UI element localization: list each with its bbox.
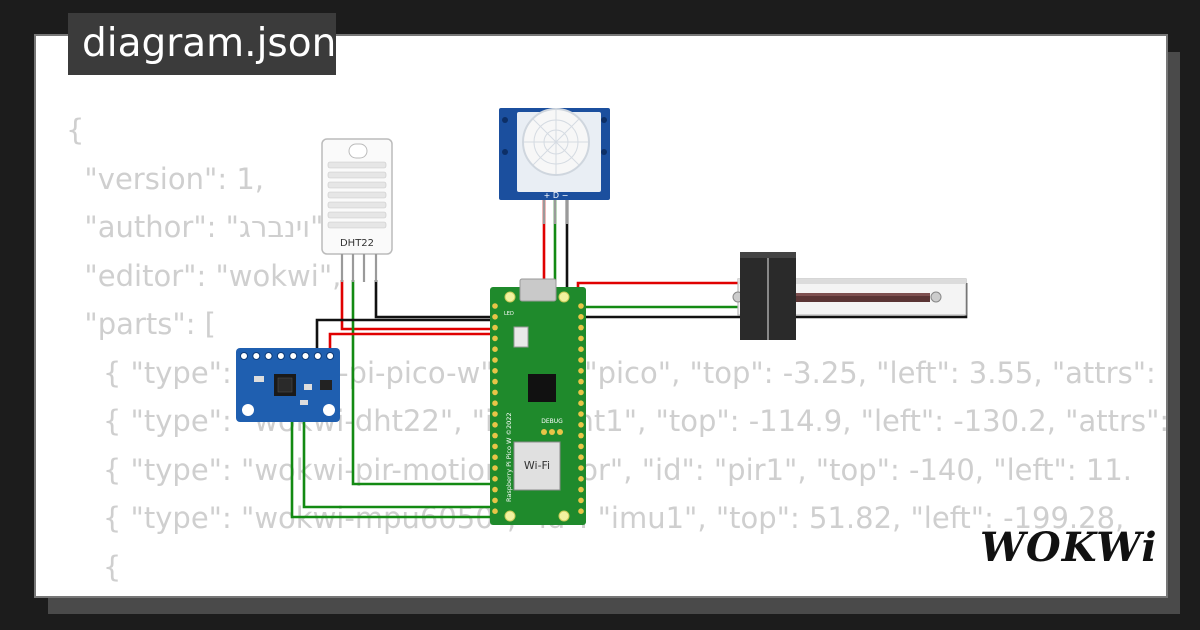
wire-dht-gnd xyxy=(374,280,500,319)
pico-debug-label: DEBUG xyxy=(541,418,563,425)
pico-pin xyxy=(578,324,584,331)
pico-pin xyxy=(492,454,498,461)
pico-pin xyxy=(492,486,498,493)
pico-wifi-label: Wi-Fi xyxy=(524,459,550,472)
mpu-pin xyxy=(313,352,322,360)
pico-pin xyxy=(492,411,498,417)
code-line: { xyxy=(66,549,122,584)
mpu-pin xyxy=(264,352,273,360)
pico-pin xyxy=(492,476,498,482)
pico-pin xyxy=(578,357,584,363)
code-line: { xyxy=(66,113,85,147)
pico-pin xyxy=(492,432,498,439)
dht22-sensor[interactable]: DHT22 xyxy=(321,138,393,282)
code-line: "author": "וינברג", xyxy=(84,210,332,244)
wire-pot-sig xyxy=(576,302,738,309)
mpu-pin xyxy=(326,352,335,360)
pico-pin xyxy=(492,443,498,450)
mpu-pin xyxy=(276,352,285,360)
pico-pin xyxy=(578,476,584,482)
pir-pin-labels: + D − xyxy=(544,191,569,200)
code-line: "parts": [ xyxy=(66,307,216,341)
pico-pin xyxy=(492,508,498,514)
slide-potentiometer[interactable] xyxy=(732,252,967,340)
pico-pin xyxy=(492,314,498,320)
wires xyxy=(290,200,968,519)
code-line: "version": 1, xyxy=(66,161,264,196)
pir-motion-sensor[interactable]: + D − xyxy=(499,108,610,224)
pico-pin xyxy=(578,411,584,417)
pico-pin xyxy=(578,389,584,396)
pico-pin xyxy=(578,346,584,353)
pico-led-label: LED xyxy=(504,311,514,317)
pico-pin xyxy=(578,378,584,385)
dht22-label: DHT22 xyxy=(340,238,374,249)
pico-pin xyxy=(492,346,498,353)
pico-pin xyxy=(578,432,584,439)
pico-board-label: Raspberry Pi Pico W ©2022 xyxy=(505,412,513,502)
mpu6050-module[interactable] xyxy=(236,348,340,422)
wire-pot-vcc xyxy=(576,281,738,297)
pico-pin xyxy=(492,368,498,374)
mpu-pin xyxy=(289,352,298,360)
pico-pin xyxy=(578,335,584,342)
pico-pin xyxy=(492,303,498,309)
pico-pin xyxy=(578,303,584,309)
wire-pir-gnd xyxy=(565,200,577,304)
mpu-pin xyxy=(240,352,248,360)
pico-pin xyxy=(578,443,584,450)
pico-pin xyxy=(492,324,498,331)
circuit-diagram: DHT22 + D − xyxy=(236,108,968,525)
wire-imu-gnd xyxy=(315,318,502,358)
pico-pin xyxy=(578,400,584,407)
pico-pin xyxy=(492,497,498,504)
file-tab-diagram-json[interactable]: diagram.json xyxy=(68,13,336,75)
pico-pin xyxy=(578,465,584,471)
mpu-pin xyxy=(301,352,310,360)
pico-pin xyxy=(578,368,584,374)
pico-pin xyxy=(578,508,584,514)
pico-pin xyxy=(578,454,584,461)
pico-pin xyxy=(492,335,498,342)
pico-pin xyxy=(492,422,498,428)
raspberry-pi-pico-w[interactable]: Wi-Fi DEBUG LED Raspberry Pi Pico W ©202… xyxy=(490,278,586,525)
wokwi-logo: WOKWi xyxy=(980,524,1158,571)
pico-pin xyxy=(492,357,498,363)
pico-pin xyxy=(578,486,584,493)
pico-pin xyxy=(578,497,584,504)
pico-pin xyxy=(492,378,498,385)
diagram-card: { "version": 1, "author": "וינברג", "edi… xyxy=(34,34,1168,598)
wire-dht-vcc xyxy=(340,280,500,331)
pico-pin xyxy=(578,314,584,320)
mpu-pin xyxy=(252,352,261,360)
code-line: "editor": "wokwi", xyxy=(66,258,342,293)
wire-dht-data xyxy=(351,280,500,486)
pico-pin xyxy=(492,389,498,396)
pico-pin xyxy=(492,465,498,471)
pico-pin xyxy=(578,422,584,428)
pico-pin xyxy=(492,400,498,407)
